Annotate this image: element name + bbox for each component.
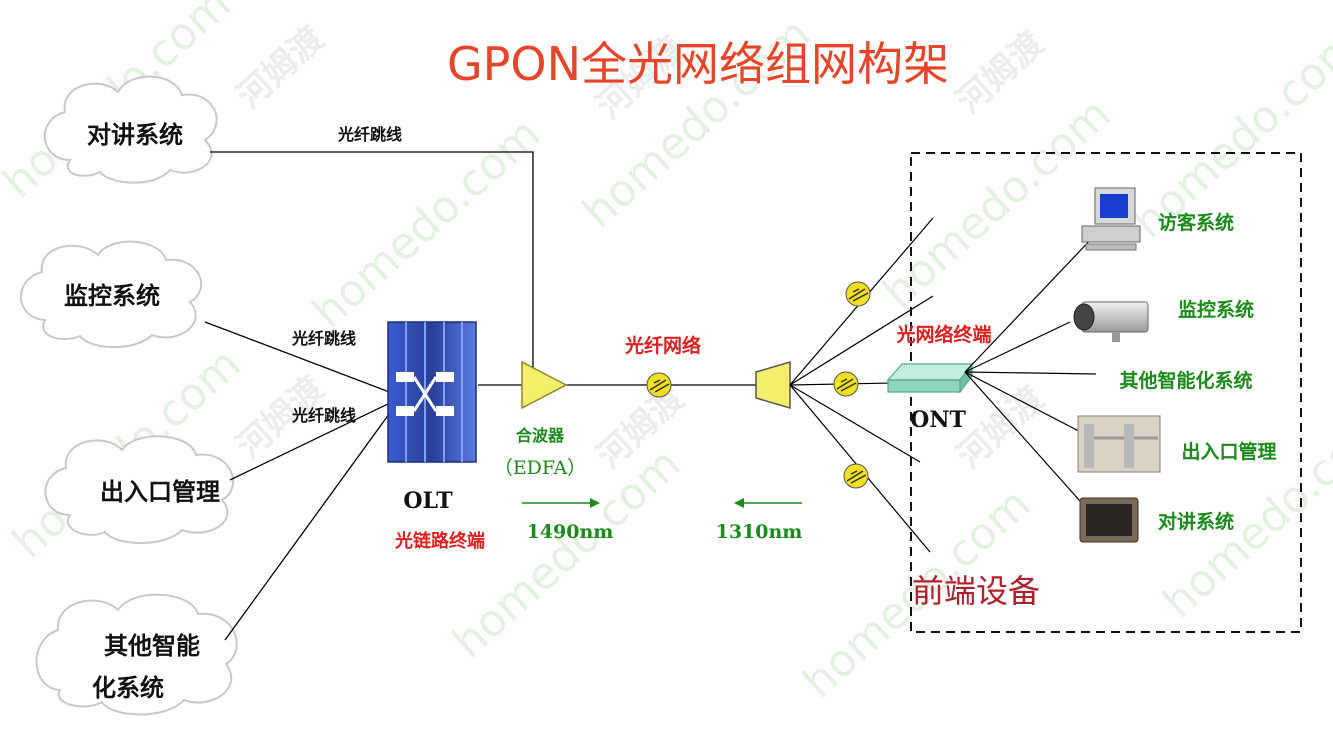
ont-lines: [964, 233, 1097, 511]
fiber-line: [224, 409, 393, 641]
device-line: [964, 321, 1071, 373]
fiber-line: [789, 384, 921, 463]
device-label-camera: 监控系统: [1178, 298, 1254, 321]
fiber-jumper-label: 光纤跳线: [291, 406, 356, 425]
fiber-jumper-label: 光纤跳线: [337, 125, 402, 144]
watermark-text: 河姆渡: [229, 19, 332, 117]
combiner-icon: [521, 360, 568, 410]
fiber-line: [229, 401, 393, 481]
downstream-arrow: [522, 498, 600, 508]
cloud-label: 监控系统: [64, 282, 160, 310]
wavelength-up-label: 1310nm: [716, 521, 803, 543]
fiber-connector-icon: [845, 281, 871, 307]
device-label-intercom: 对讲系统: [1158, 510, 1234, 533]
cloud-shape: [43, 75, 218, 184]
ont-device: [886, 362, 974, 394]
frontend-area: [910, 152, 1302, 633]
cloud-monitor: 监控系统: [20, 240, 202, 349]
device-label-visitor: 访客系统: [1158, 211, 1234, 234]
upstream-arrow: [734, 498, 802, 508]
device-line: [964, 371, 1097, 441]
cloud-intercom: 对讲系统: [43, 75, 218, 184]
combiner-sub-label: （EDFA）: [494, 457, 586, 479]
watermark-text: 河姆渡: [949, 24, 1052, 122]
device-line: [964, 233, 1097, 373]
cloud-label: 出入口管理: [100, 478, 220, 506]
computer-icon: [1081, 187, 1141, 251]
device-label-gate: 出入口管理: [1181, 440, 1276, 463]
cloud-shape: [44, 435, 234, 544]
device-line: [964, 371, 1097, 375]
splitter-icon: [755, 360, 791, 410]
switch-icon: [396, 372, 454, 416]
fiber-connector-icon: [833, 371, 859, 397]
cloud-label: 化系统: [92, 674, 164, 702]
olt-desc-label: 光链路终端: [394, 530, 485, 552]
olt-label: OLT: [403, 488, 453, 514]
intercom-panel-icon: [1079, 497, 1139, 543]
turnstile-gate-icon: [1077, 415, 1161, 473]
fiber-connector-icon: [843, 463, 869, 489]
ont-label: ONT: [910, 407, 966, 433]
fiber-network-label: 光纤网络: [624, 334, 701, 357]
device-line: [964, 371, 1089, 511]
cloud-shape: [20, 240, 202, 349]
fiber-jumper-label: 光纤跳线: [291, 329, 356, 348]
fiber-line: [789, 295, 934, 386]
fiber-line: [210, 151, 534, 372]
cloud-label: 对讲系统: [87, 121, 183, 149]
camera-icon: [1073, 301, 1149, 342]
combiner-label: 合波器: [516, 426, 565, 445]
cloud-other: 其他智能 化系统: [35, 593, 238, 716]
frontend-label: 前端设备: [912, 572, 1040, 610]
diagram-title: GPON全光网络组网构架: [447, 37, 949, 91]
device-label-smart: 其他智能化系统: [1119, 369, 1252, 392]
cloud-label: 其他智能: [104, 632, 200, 660]
ont-desc-label: 光网络终端: [895, 323, 991, 346]
cloud-shape: [35, 593, 238, 716]
wavelength-down-label: 1490nm: [527, 521, 614, 543]
cloud-access: 出入口管理: [44, 435, 234, 544]
olt-device: [387, 321, 477, 463]
fiber-connector-icon: [646, 372, 672, 398]
fiber-line: [204, 321, 393, 394]
